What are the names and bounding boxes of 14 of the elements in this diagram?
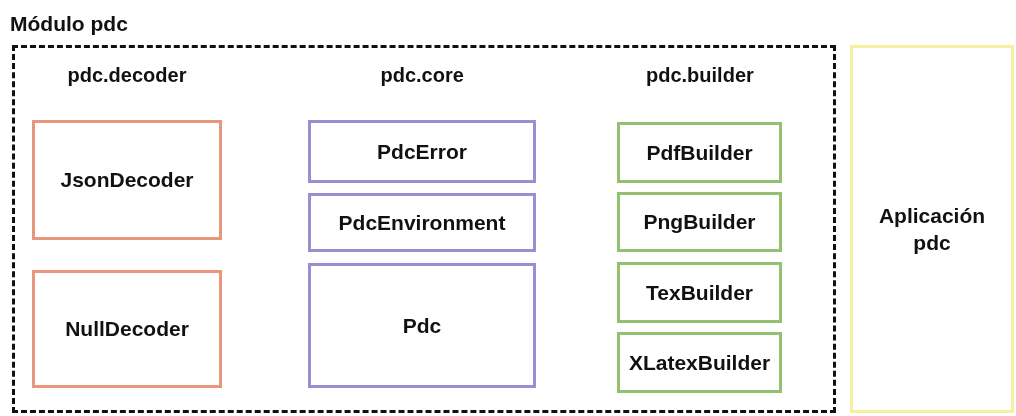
class-box: PngBuilder [617, 192, 782, 252]
class-box: XLatexBuilder [617, 332, 782, 393]
module-title: Módulo pdc [10, 12, 128, 36]
class-box: PdfBuilder [617, 122, 782, 183]
class-box: PdcEnvironment [308, 193, 536, 252]
class-box: TexBuilder [617, 262, 782, 323]
package-heading: pdc.decoder [67, 63, 187, 87]
class-box: PdcError [308, 120, 536, 183]
class-box: JsonDecoder [32, 120, 222, 240]
package-heading: pdc.core [380, 63, 464, 87]
class-box: Pdc [308, 263, 536, 388]
package-heading: pdc.builder [646, 63, 754, 87]
class-box: NullDecoder [32, 270, 222, 388]
application-box: Aplicación pdc [850, 45, 1014, 413]
